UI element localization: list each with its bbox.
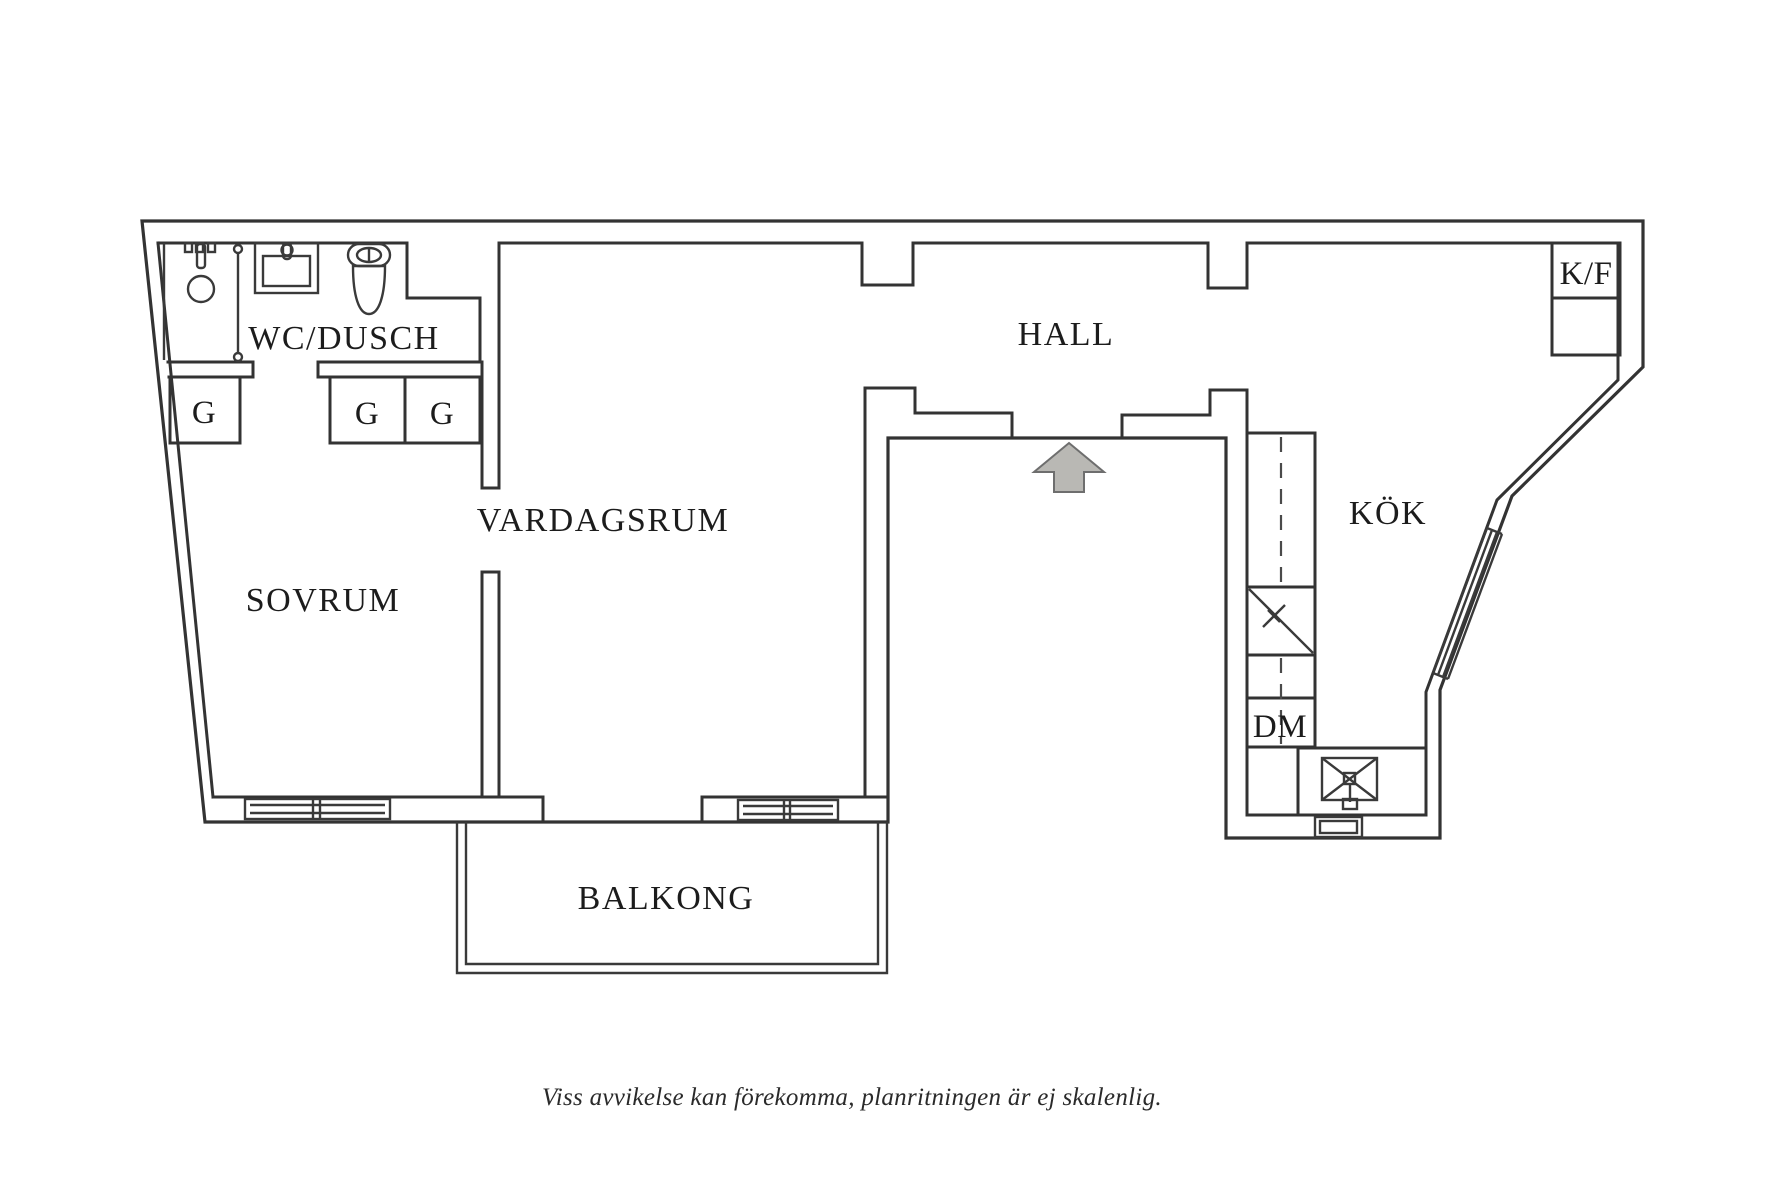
entrance-arrow-icon [1031,441,1107,493]
kitchen-window [1313,815,1364,839]
kitchen-slant-window [1431,526,1504,681]
balcony: BALKONG [455,822,889,975]
washbasin-icon [253,241,320,295]
room-label-balcony: BALKONG [578,880,755,917]
room-label-bedroom: SOVRUM [246,582,400,619]
toilet-icon [346,242,392,316]
wall-notch-left [860,241,915,287]
bedroom-living-divider-wall [480,570,501,799]
disclaimer-note: Viss avvikelse kan förekomma, planritnin… [542,1084,1162,1111]
wall-notch-right [1206,241,1249,290]
stove-icon [1248,588,1314,654]
room-label-hall: HALL [1018,316,1115,353]
room-label-living-room: VARDAGSRUM [477,502,729,539]
bathroom: WC/DUSCH [162,241,501,490]
wardrobe-1: G [168,375,242,445]
room-label-kitchen: KÖK [1349,495,1427,532]
bedroom-window [243,797,392,821]
room-label-bathroom: WC/DUSCH [248,320,439,357]
wardrobe-1-label: G [192,395,216,431]
kitchen-sink-icon [1320,756,1379,811]
wardrobe-2-label: G [355,396,379,432]
kitchen-bottom-counter [1296,746,1428,817]
wardrobe-2: G G [328,375,482,445]
kitchen-counter [1245,431,1317,749]
kitchen: KÖK DM [1245,241,1622,839]
shower-icon [162,241,244,363]
hall: HALL [863,316,1249,493]
fridge-freezer-label: K/F [1560,256,1613,292]
fridge-freezer: K/F [1550,241,1622,357]
living-room-window [736,798,840,822]
dishwasher-label: DM [1253,709,1307,745]
wardrobe-3-label: G [430,396,454,432]
living-room: VARDAGSRUM [477,386,867,822]
wardrobes: G G G [168,375,482,445]
bedroom: SOVRUM [243,582,400,821]
